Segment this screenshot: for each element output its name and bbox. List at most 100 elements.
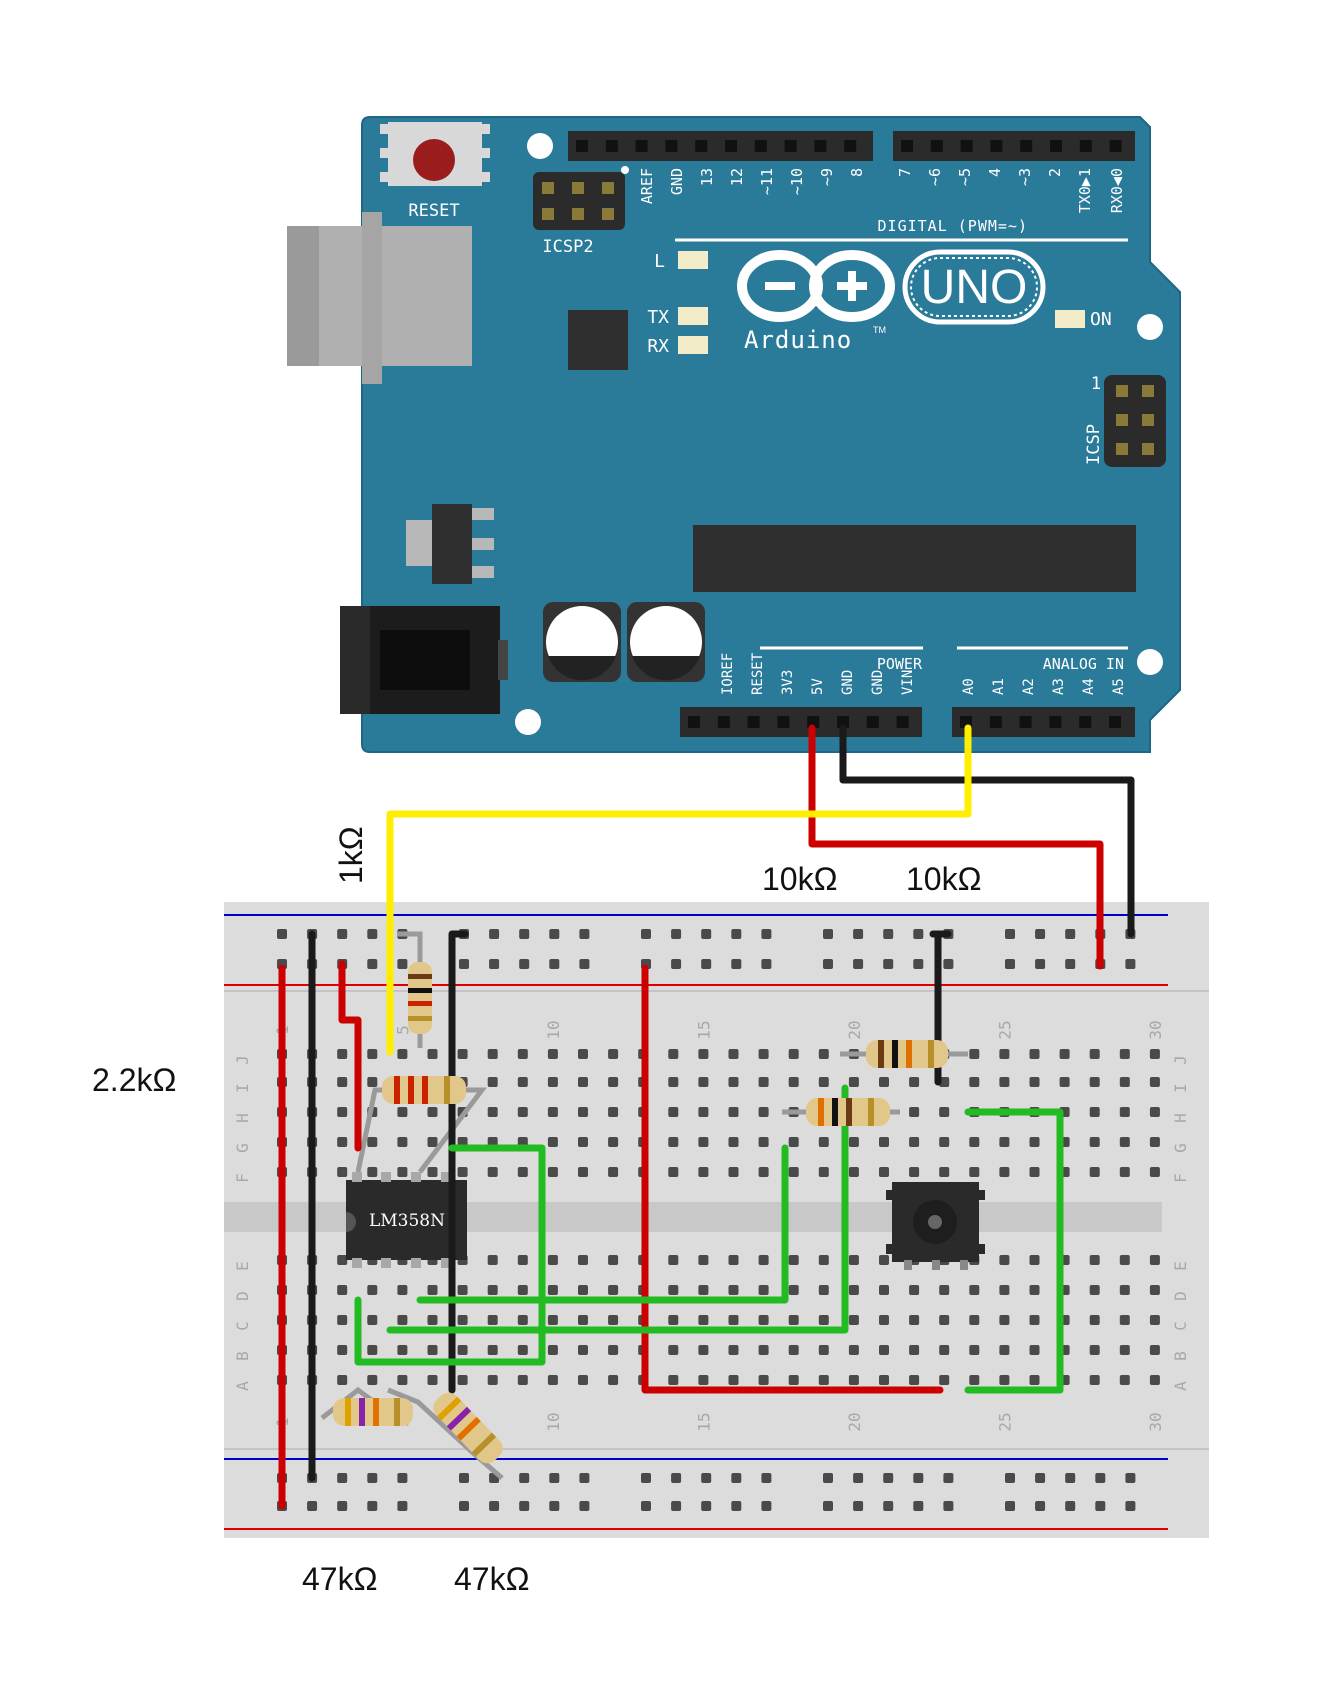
wire-green [386, 1084, 849, 1334]
breadboard-hole [969, 1345, 980, 1355]
breadboard-hole [1089, 1285, 1100, 1295]
breadboard-hole [337, 1473, 348, 1483]
breadboard-hole [698, 1345, 709, 1355]
breadboard-hole [1035, 959, 1046, 969]
breadboard-hole [698, 1107, 709, 1117]
breadboard-hole [517, 1167, 528, 1177]
header-pin [1079, 716, 1092, 728]
breadboard-hole [853, 959, 864, 969]
breadboard-hole [999, 1077, 1010, 1087]
breadboard-hole [547, 1345, 558, 1355]
breadboard-hole [758, 1315, 769, 1325]
breadboard-hole [337, 1077, 348, 1087]
reset-label: RESET [408, 201, 459, 221]
breadboard-hole [397, 1285, 408, 1295]
wire-5v [808, 724, 1104, 970]
breadboard-hole [547, 1285, 558, 1295]
header-pin [990, 140, 1003, 152]
breadboard-hole [1029, 1375, 1040, 1385]
breadboard-hole [608, 1255, 619, 1265]
pin-label: GND [668, 168, 686, 195]
header-pin [1109, 716, 1121, 728]
breadboard-hole [761, 959, 772, 969]
breadboard-hole [397, 1137, 408, 1147]
header-pin [635, 140, 648, 152]
breadboard-hole [1065, 1473, 1076, 1483]
row-letter: D [1171, 1291, 1190, 1301]
breadboard-hole [728, 1285, 739, 1295]
breadboard-hole [943, 1473, 954, 1483]
breadboard-hole [698, 1049, 709, 1059]
analog-pin-labels: A0 A1 A2 A3 A4 A5 [961, 678, 1127, 695]
digital-pin-labels: AREF GND 13 12 ~11 ~10 ~9 8 7 ~6 ~5 4 ~3… [638, 168, 1126, 213]
header-pin [747, 716, 760, 728]
breadboard-hole [337, 1107, 348, 1117]
breadboard-hole [969, 1375, 980, 1385]
breadboard-hole [487, 1049, 498, 1059]
column-number: 30 [1146, 1412, 1165, 1431]
breadboard-hole [909, 1285, 920, 1295]
mounting-hole [1137, 649, 1163, 675]
breadboard-hole [367, 1501, 378, 1511]
breadboard-hole [969, 1077, 980, 1087]
digital-header-right-pins [901, 140, 1122, 152]
breadboard-hole [788, 1315, 799, 1325]
pin-label: A5 [1111, 678, 1127, 695]
led-tx-label: TX [647, 307, 669, 328]
breadboard-hole [1029, 1315, 1040, 1325]
row-letter: G [1171, 1143, 1190, 1153]
breadboard-hole [367, 1345, 378, 1355]
breadboard-hole [397, 1167, 408, 1177]
breadboard-hole [939, 1375, 950, 1385]
row-letter: B [1171, 1351, 1190, 1361]
breadboard-hole [818, 1285, 829, 1295]
breadboard-hole [909, 1167, 920, 1177]
arduino-logo [737, 249, 1046, 325]
breadboard-hole [1089, 1315, 1100, 1325]
breadboard-hole [1059, 1077, 1070, 1087]
icsp2-label: ICSP2 [542, 237, 593, 257]
model-label: UNO [921, 261, 1028, 314]
breadboard-hole [1065, 929, 1076, 939]
wire-gnd [839, 724, 1135, 938]
breadboard-hole [879, 1315, 889, 1325]
breadboard-hole [999, 1167, 1010, 1177]
breadboard-hole [909, 1077, 920, 1087]
row-letter: J [1171, 1055, 1190, 1065]
breadboard-hole [397, 1345, 408, 1355]
breadboard-hole [909, 1107, 920, 1117]
header-pin [688, 716, 700, 728]
pin-label: ~11 [758, 168, 776, 195]
breadboard-hole [999, 1345, 1010, 1355]
breadboard-hole [969, 1285, 980, 1295]
arduino-uno-board: RESET ICSP2 AREF GND 13 12 ~11 ~10 ~9 8 [287, 116, 1181, 753]
breadboard-hole [459, 1501, 469, 1511]
breadboard-hole [579, 1501, 590, 1511]
breadboard-hole [823, 959, 833, 969]
breadboard-hole [547, 1049, 558, 1059]
breadboard-hole [788, 1077, 799, 1087]
breadboard-hole [367, 1375, 378, 1385]
breadboard-hole [1149, 1375, 1160, 1385]
pin-label: A4 [1081, 678, 1097, 695]
breadboard-hole [579, 959, 590, 969]
breadboard-hole [578, 1345, 588, 1355]
breadboard-hole [909, 1315, 920, 1325]
breadboard-hole [1029, 1255, 1040, 1265]
breadboard-hole [517, 1345, 528, 1355]
row-letter: C [1171, 1321, 1190, 1331]
breadboard-hole [608, 1077, 619, 1087]
breadboard-hole [853, 1473, 864, 1483]
breadboard-hole [668, 1107, 679, 1117]
breadboard-hole [517, 1315, 528, 1325]
breadboard-hole [277, 929, 287, 939]
breadboard-hole [818, 1375, 829, 1385]
breadboard-hole [999, 1315, 1010, 1325]
breadboard-hole [853, 1501, 864, 1511]
breadboard-hole [698, 1315, 709, 1325]
breadboard-hole [397, 1501, 408, 1511]
pin-label: 7 [896, 168, 914, 177]
breadboard-hole [578, 1315, 588, 1325]
breadboard-hole [427, 1049, 438, 1059]
column-numbers: 115510101515202025253030 [273, 1020, 1165, 1431]
